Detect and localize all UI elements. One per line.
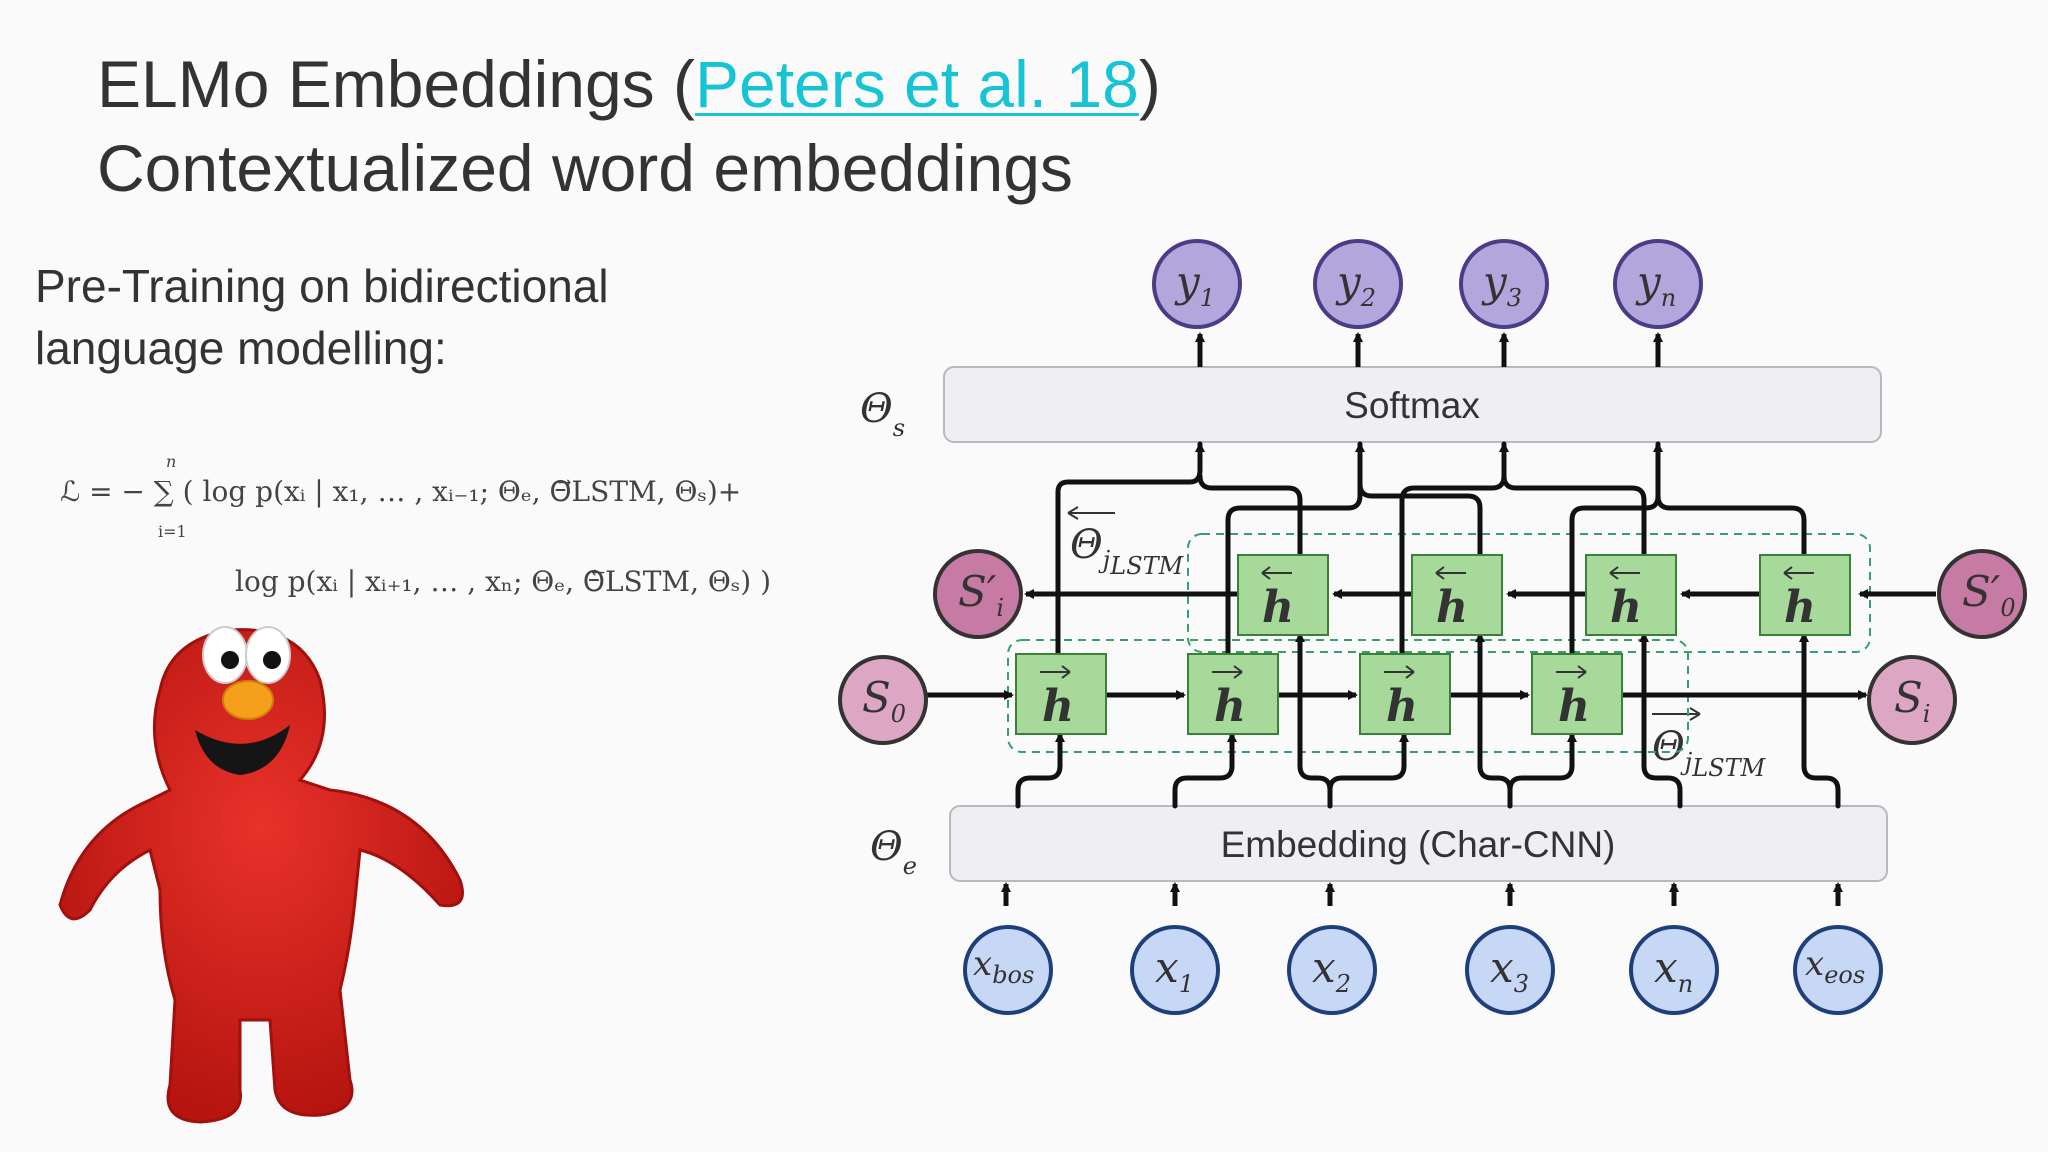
title-line-2: Contextualized word embeddings (97, 131, 1073, 205)
sum-lower-limit: i=1 (158, 522, 187, 541)
input-node-xbos: xbos (963, 925, 1053, 1015)
backward-h-cell-1: h (1237, 554, 1329, 636)
forward-h-cell-1: h (1015, 653, 1107, 735)
output-node-yn: yn (1613, 239, 1703, 329)
output-node-y2: y2 (1313, 239, 1403, 329)
softmax-layer (943, 366, 1882, 443)
input-node-x1: x1 (1130, 925, 1220, 1015)
forward-lstm-cells: h h h h (1015, 653, 1623, 735)
theta-e-label: Θe (870, 824, 917, 880)
input-nodes: xbos x1 x2 x3 xn xeos (963, 925, 1883, 1015)
backward-h-cell-3: h (1585, 554, 1677, 636)
sum-upper-limit: n (166, 452, 177, 471)
svg-text:x3: x3 (1490, 943, 1529, 998)
forward-h-cell-4: h (1531, 653, 1623, 735)
svg-text:S0: S0 (862, 673, 906, 728)
embedding-layer (949, 805, 1888, 882)
backward-h-cell-4: h (1759, 554, 1851, 636)
title-prefix: ELMo Embeddings ( (97, 47, 695, 121)
svg-text:h: h (1784, 582, 1816, 633)
state-node-s0-prime: S′0 (1937, 549, 2027, 639)
svg-text:h: h (1042, 681, 1074, 732)
pretraining-text: Pre-Training on bidirectional language m… (35, 260, 609, 374)
svg-text:ΘjLSTM: ΘjLSTM (1070, 522, 1185, 580)
svg-text:S′i: S′i (958, 567, 1004, 622)
svg-text:Si: Si (1894, 673, 1930, 728)
theta-forward-lstm-label: ΘjLSTM (1652, 707, 1767, 782)
title-line-1: ELMo Embeddings (Peters et al. 18) (97, 42, 1161, 126)
theta-backward-lstm-label: ΘjLSTM (1067, 506, 1185, 580)
state-nodes: S0 Si S′i S′0 (838, 549, 2027, 745)
input-node-xeos: xeos (1793, 925, 1883, 1015)
svg-text:h: h (1436, 582, 1468, 633)
svg-text:xn: xn (1654, 943, 1693, 998)
citation-link[interactable]: Peters et al. 18 (694, 47, 1139, 121)
svg-text:x1: x1 (1155, 943, 1194, 998)
backward-lstm-cells: h h h h (1237, 554, 1851, 636)
svg-text:h: h (1262, 582, 1294, 633)
forward-h-cell-3: h (1359, 653, 1451, 735)
title-suffix: ) (1138, 47, 1161, 121)
svg-text:xeos: xeos (1805, 944, 1865, 989)
theta-s-label: Θs (860, 386, 905, 442)
svg-text:y2: y2 (1335, 257, 1376, 312)
output-node-y1: y1 (1152, 239, 1242, 329)
input-node-xn: xn (1629, 925, 1719, 1015)
input-node-x3: x3 (1465, 925, 1555, 1015)
svg-text:h: h (1214, 681, 1246, 732)
svg-text:y3: y3 (1481, 257, 1522, 312)
svg-text:S′0: S′0 (1962, 567, 2016, 622)
svg-text:h: h (1610, 582, 1642, 633)
svg-text:ΘjLSTM: ΘjLSTM (1652, 724, 1767, 782)
input-node-x2: x2 (1287, 925, 1377, 1015)
softmax-label: Softmax (1344, 385, 1480, 426)
elmo-plush-image (58, 626, 464, 1124)
loss-formula: n ℒ = − ∑ ( log p(xᵢ | x₁, … , xᵢ₋₁; Θₑ,… (60, 440, 771, 620)
svg-text:h: h (1558, 681, 1590, 732)
formula-line-2: log p(xᵢ | xᵢ₊₁, … , xₙ; Θₑ, Θ⃖LSTM, Θₛ)… (235, 565, 772, 598)
state-node-si: Si (1867, 655, 1957, 745)
backward-h-cell-2: h (1411, 554, 1503, 636)
svg-text:xbos: xbos (973, 944, 1034, 989)
formula-line-1: ℒ = − ∑ ( log p(xᵢ | x₁, … , xᵢ₋₁; Θₑ, Θ… (60, 475, 742, 508)
state-node-si-prime: S′i (933, 549, 1023, 639)
forward-h-cell-2: h (1187, 653, 1279, 735)
output-node-y3: y3 (1459, 239, 1549, 329)
state-node-s0: S0 (838, 655, 928, 745)
embedding-label: Embedding (Char-CNN) (1221, 824, 1616, 865)
svg-text:x2: x2 (1312, 943, 1351, 998)
slide-title: ELMo Embeddings (Peters et al. 18) Conte… (97, 42, 1161, 210)
svg-text:h: h (1386, 681, 1418, 732)
output-nodes: y1 y2 y3 yn (1152, 239, 1703, 329)
svg-text:y1: y1 (1174, 257, 1215, 312)
svg-text:yn: yn (1635, 257, 1676, 312)
